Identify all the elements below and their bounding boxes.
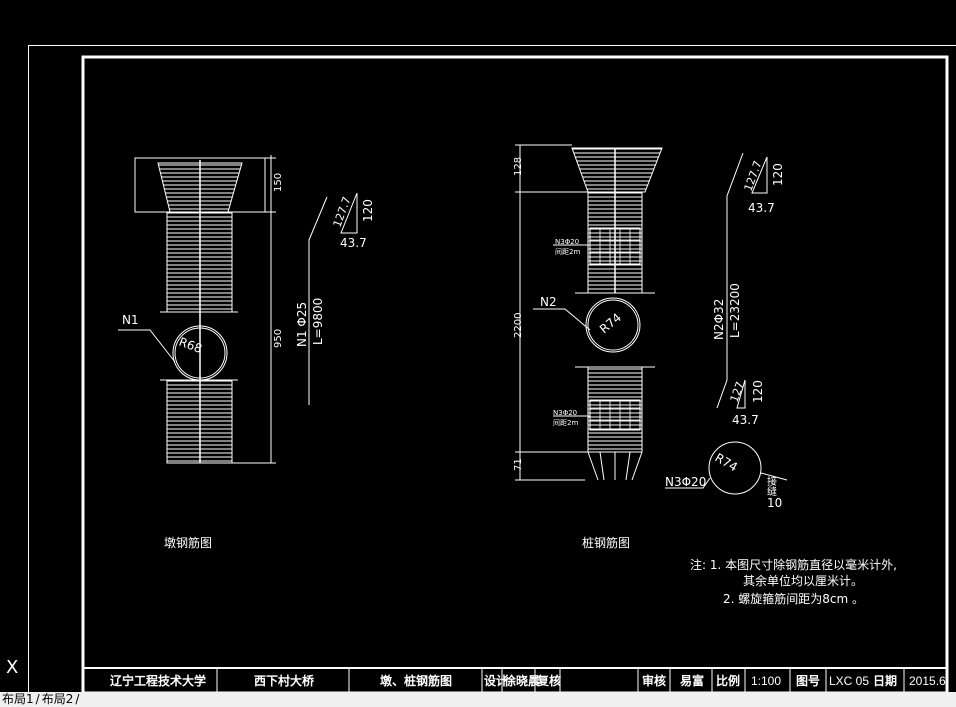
pier-caption: 墩钢筋图 <box>164 535 212 550</box>
pier-dim-total: 950 <box>273 329 284 348</box>
pile-bar-spec: N2Φ32 <box>712 299 726 340</box>
pile-stirrup-label-2: N3Φ20 <box>553 409 577 417</box>
note-line-3: 2. 螺旋箍筋间距为8cm 。 <box>723 591 864 606</box>
pile-bend-top-hyp: 127.7 <box>742 159 765 193</box>
pier-bar-length: L=9800 <box>311 298 325 345</box>
pile-caption: 桩钢筋图 <box>582 535 630 550</box>
tb-design-label: 设计 <box>484 673 508 688</box>
tb-scale-label: 比例 <box>716 673 740 688</box>
tb-project: 西下村大桥 <box>254 673 315 688</box>
tb-designer: 徐晓晨 <box>503 673 541 688</box>
seam-label: 接缝 <box>765 475 777 496</box>
n3-ring <box>708 441 762 495</box>
note-line-1: 注: 1. 本图尺寸除钢筋直径以毫米计外, <box>690 557 897 572</box>
title-block <box>84 667 946 692</box>
tb-reviewer: 易富 <box>680 673 704 688</box>
pile-bend-bottom-hyp: 127 <box>728 380 747 404</box>
pile-bar-length: L=23200 <box>728 283 742 338</box>
pier-dim-top: 150 <box>273 173 284 192</box>
tb-check-label: 复核 <box>536 673 561 688</box>
tb-school: 辽宁工程技术大学 <box>110 673 206 688</box>
pile-stirrup-sub-2: 间距2m <box>553 419 578 427</box>
pile-bend-bottom-rise: 120 <box>751 380 765 403</box>
pile-drawing <box>515 144 788 495</box>
pile-bar-label: N2 <box>540 295 557 309</box>
pile-stirrup-sub-1: 间距2m <box>555 248 580 256</box>
note-line-2: 其余单位均以厘米计。 <box>743 573 863 588</box>
layout-tab-bar: 布局1/布局2/ <box>0 692 956 707</box>
tb-drawing-no: LXC 05 <box>829 674 869 688</box>
pier-bend-run: 43.7 <box>340 236 367 250</box>
pile-dim-bottom: 71 <box>513 458 524 471</box>
pile-stirrup-label-1: N3Φ20 <box>555 238 579 246</box>
tb-date-label: 日期 <box>873 673 897 688</box>
layout-tab-2[interactable]: 布局2 <box>41 692 74 706</box>
layout-tab-1[interactable]: 布局1 <box>2 692 34 706</box>
ucs-axis-x-label: X <box>6 657 19 678</box>
pile-dim-mid: 2200 <box>513 313 524 338</box>
pile-bend-bottom-run: 43.7 <box>732 413 759 427</box>
pier-bend-rise: 120 <box>361 199 375 222</box>
pile-bend-top-run: 43.7 <box>748 201 775 215</box>
pile-dim-top: 128 <box>513 157 524 176</box>
pier-bar-spec: N1 Φ25 <box>295 302 309 347</box>
tb-date: 2015.6 <box>909 674 946 688</box>
seam-value: 10 <box>767 496 782 510</box>
pier-bar-label: N1 <box>122 313 139 327</box>
n3-label: N3Φ20 <box>665 475 706 489</box>
n3-radius: R74 <box>713 450 740 474</box>
pier-drawing <box>118 155 358 464</box>
pile-ring-section <box>585 297 641 353</box>
outer-frame <box>28 45 956 706</box>
tb-review-label: 审核 <box>642 673 666 688</box>
tb-drawing-name: 墩、桩钢筋图 <box>380 673 452 688</box>
tb-drawing-no-label: 图号 <box>796 673 820 688</box>
pier-bend-hyp: 127.7 <box>331 195 354 229</box>
pile-ring-radius: R74 <box>597 310 624 336</box>
tb-scale: 1:100 <box>751 674 781 688</box>
pile-bend-top-rise: 120 <box>771 163 785 186</box>
